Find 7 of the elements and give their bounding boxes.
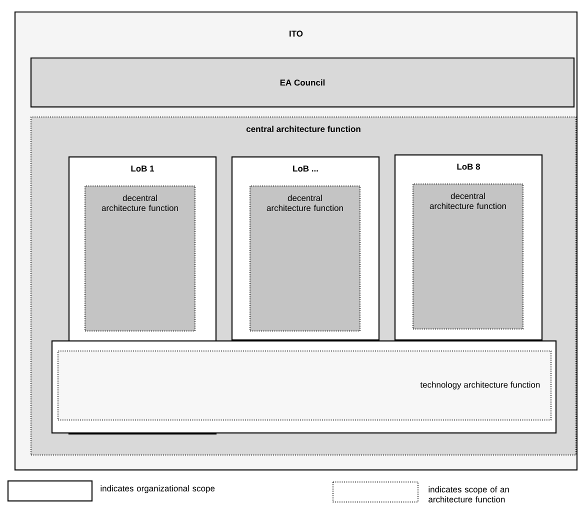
function-box: decentral architecture function bbox=[250, 186, 360, 332]
function-box: decentral architecture function bbox=[84, 186, 196, 332]
legend-text: indicates scope of an architecture function bbox=[428, 486, 509, 502]
scope-box: EA Council bbox=[30, 57, 575, 108]
function-box: decentral architecture function bbox=[412, 184, 524, 330]
legend-text: indicates organizational scope bbox=[100, 485, 215, 494]
function-box: technology architecture function bbox=[58, 350, 552, 420]
